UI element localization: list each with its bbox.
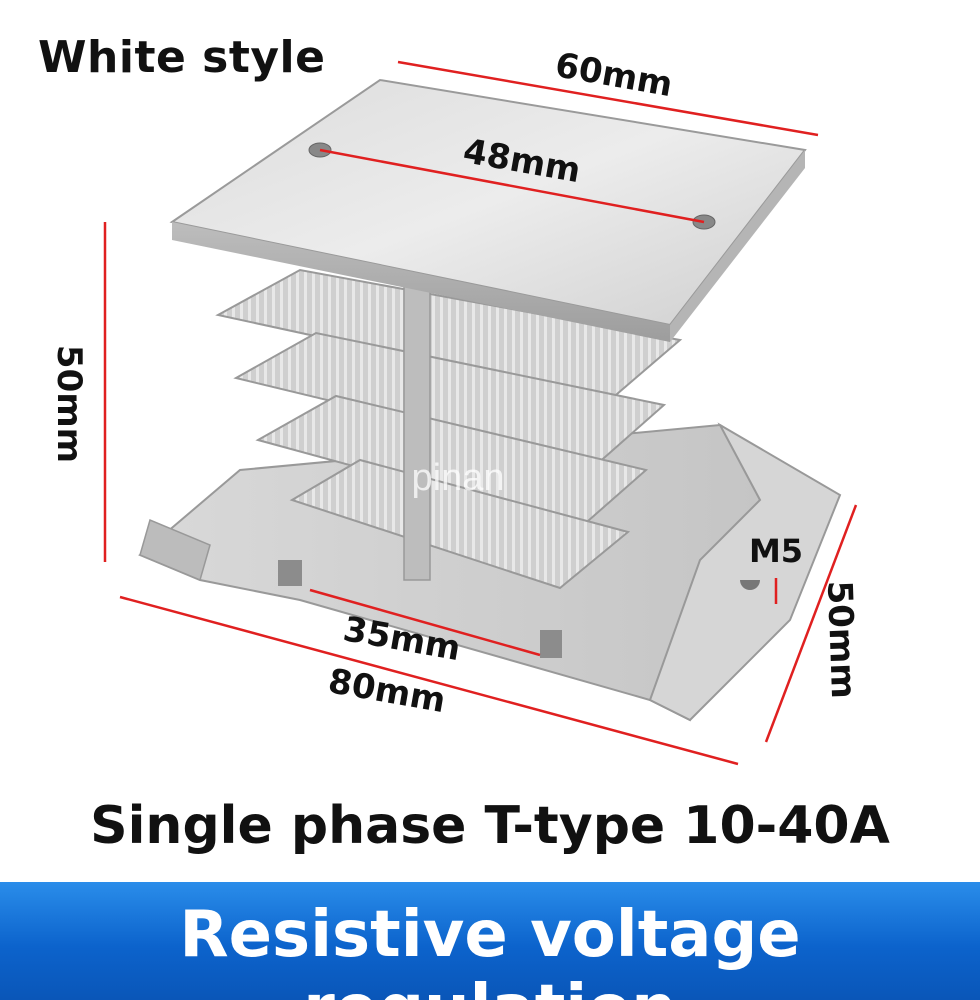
slot-spacing-line [309, 588, 541, 657]
watermark: pinan [412, 457, 505, 499]
heatsink-fins [215, 268, 683, 590]
depth-label: 50mm [819, 580, 863, 699]
screw-size-label: M5 [749, 532, 803, 570]
base-length-line [119, 595, 739, 766]
base-length-label: 80mm [325, 661, 448, 721]
top-width-label: 60mm [552, 45, 675, 105]
top-width-line [397, 60, 819, 137]
heatsink-diagram: 60mm 48mm 50mm 50mm 35mm 80mm M5 pinan [49, 45, 863, 766]
height-label: 50mm [49, 345, 89, 463]
banner-text: Resistive voltage regulation [179, 898, 801, 1000]
hole-spacing-line [319, 148, 705, 224]
product-subtitle: Single phase T-type 10-40A [90, 796, 890, 856]
dimension-lines [103, 60, 858, 766]
style-label: White style [38, 32, 326, 83]
top-plate [169, 78, 807, 342]
depth-line [764, 504, 858, 743]
bottom-banner: Resistive voltage regulation [0, 882, 980, 1000]
